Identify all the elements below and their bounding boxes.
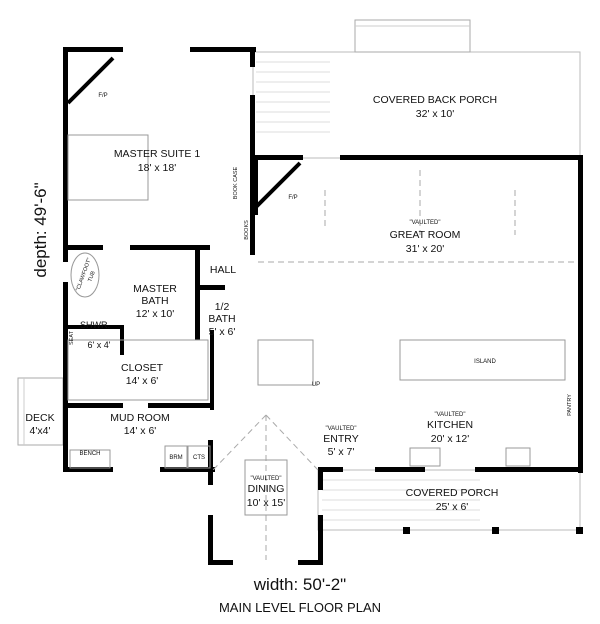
front-porch-decking xyxy=(317,469,583,534)
half-bath-name-2: BATH xyxy=(208,313,235,325)
back-porch-size: 32' x 10' xyxy=(416,108,454,120)
master-bath-name-1: MASTER xyxy=(133,283,177,295)
broom-label: BRM xyxy=(169,455,182,461)
book-case-label: BOOK CASE xyxy=(233,166,239,199)
fixtures xyxy=(66,56,578,560)
walls xyxy=(63,47,583,565)
mud-room-size: 14' x 6' xyxy=(124,425,157,437)
dining-name: DINING xyxy=(248,483,285,495)
fireplace-label-master: F/P xyxy=(98,93,107,99)
closet-size: 14' x 6' xyxy=(126,375,159,387)
kitchen-size: 20' x 12' xyxy=(431,433,469,445)
hall-name: HALL xyxy=(210,264,236,276)
shower-seat: SEAT xyxy=(69,330,75,345)
shower-size: 6' x 4' xyxy=(88,340,111,350)
master-bath-size: 12' x 10' xyxy=(136,308,174,320)
stairs-up-label: UP xyxy=(312,382,320,388)
closet-name: CLOSET xyxy=(121,362,164,374)
fireplace-label-great: F/P xyxy=(288,195,297,201)
entry-note: "VAULTED" xyxy=(325,426,356,432)
half-bath-size: 5' x 6' xyxy=(209,326,236,338)
pantry-label: PANTRY xyxy=(567,394,573,416)
great-room-size: 31' x 20' xyxy=(406,243,444,255)
shower-name: SHWR. xyxy=(80,320,110,330)
dining-size: 10' x 15' xyxy=(247,497,285,509)
entry-name: ENTRY xyxy=(323,433,358,445)
front-porch-name: COVERED PORCH xyxy=(406,487,499,499)
plan-title: MAIN LEVEL FLOOR PLAN xyxy=(219,600,381,615)
dining-note: "VAULTED" xyxy=(250,476,281,482)
bench-label: BENCH xyxy=(79,451,100,457)
back-porch-decking xyxy=(252,19,581,159)
mud-room-name: MUD ROOM xyxy=(110,412,170,424)
coats-label: CTS xyxy=(193,455,205,461)
entry-size: 5' x 7' xyxy=(328,446,355,458)
island-label: ISLAND xyxy=(474,359,496,365)
half-bath-name-1: 1/2 xyxy=(215,301,230,313)
master-bath-name-2: BATH xyxy=(141,295,168,307)
depth-dimension: depth: 49'-6" xyxy=(31,182,50,277)
deck-name: DECK xyxy=(25,412,54,424)
tub-label-2: TUB xyxy=(87,270,97,283)
great-room-name: GREAT ROOM xyxy=(390,229,461,241)
books-label: BOOKS xyxy=(244,220,250,240)
kitchen-name: KITCHEN xyxy=(427,419,473,431)
great-room-note: "VAULTED" xyxy=(409,220,440,226)
front-porch-size: 25' x 6' xyxy=(436,501,469,513)
deck-size: 4'x4' xyxy=(30,425,51,437)
master-suite-name: MASTER SUITE 1 xyxy=(114,148,201,160)
back-porch-name: COVERED BACK PORCH xyxy=(373,94,497,106)
master-suite-size: 18' x 18' xyxy=(138,162,176,174)
kitchen-note: "VAULTED" xyxy=(434,412,465,418)
width-dimension: width: 50'-2" xyxy=(253,575,346,594)
